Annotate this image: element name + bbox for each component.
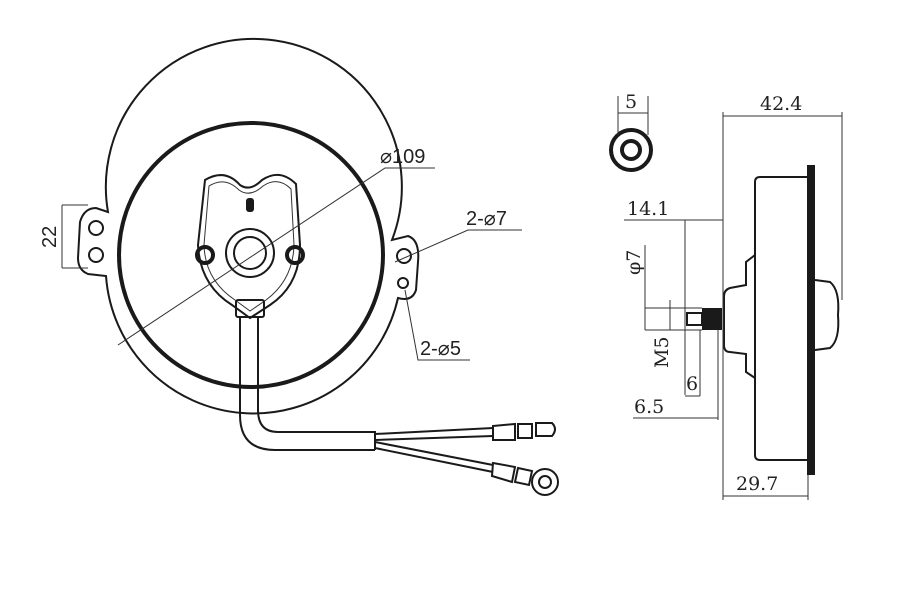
rear-hub (814, 279, 840, 351)
center-boss (225, 228, 275, 278)
bracket-hole-right (285, 245, 305, 265)
ear-hole (88, 220, 104, 236)
small-hole-label: 2-⌀5 (420, 338, 461, 360)
mount-hole-5 (397, 277, 409, 289)
bracket-hole-left (195, 245, 215, 265)
shaft-dia-label: φ7 (623, 250, 645, 275)
ear-spacing-dimension (61, 204, 88, 269)
body-length-label: 29.7 (736, 473, 778, 495)
thread-length-label: 6 (686, 373, 698, 395)
motor-body-circle (117, 121, 385, 389)
wire-1 (374, 427, 494, 441)
front-view: ⌀109 2-⌀7 2-⌀5 22 (39, 37, 559, 496)
shaft-nut (702, 308, 722, 330)
overall-length-label: 42.4 (760, 93, 802, 115)
shaft-thread (686, 312, 703, 326)
mount-hole-label: 2-⌀7 (466, 208, 507, 230)
shaft-length-label: 6.5 (634, 396, 664, 418)
thread-length-dimension (685, 330, 701, 397)
nut-view: 5 (609, 91, 653, 172)
shaft-dia-dimension (644, 245, 702, 331)
diameter-leader (117, 167, 435, 346)
top-slot (246, 198, 254, 212)
outer-ring (76, 37, 420, 415)
nut-outer (609, 128, 653, 172)
motor-body (754, 176, 808, 461)
nut-inner (620, 139, 642, 161)
mount-hole-leader (394, 229, 522, 263)
wire-2 (374, 441, 494, 473)
diameter-label: ⌀109 (380, 146, 425, 168)
bracket-inner-outline (203, 181, 295, 312)
spade-terminal (492, 422, 556, 441)
nut-width-label: 5 (625, 91, 637, 113)
small-hole-leader (404, 289, 470, 361)
body-length-dimension (723, 475, 809, 500)
ring-terminal (490, 461, 534, 487)
cable (239, 317, 376, 451)
ring-terminal-hole (538, 475, 552, 489)
overall-length-dimension (722, 112, 843, 500)
flange-plate (807, 165, 815, 475)
wire-connector (235, 299, 265, 318)
front-hub (723, 254, 756, 379)
ear-spacing-label: 22 (39, 226, 61, 248)
bracket-outline (196, 173, 302, 320)
mount-hole-7 (396, 248, 412, 264)
ear-hole (88, 247, 104, 263)
side-view: 42.4 29.7 14.1 φ7 M5 6 6.5 (623, 93, 843, 500)
nut-width-dimension (617, 96, 649, 135)
shaft-length-dimension (633, 330, 719, 420)
hub-length-label: 14.1 (627, 198, 669, 220)
center-hole (233, 236, 267, 270)
ring-terminal-eye (531, 468, 559, 496)
thread-label: M5 (651, 336, 673, 368)
